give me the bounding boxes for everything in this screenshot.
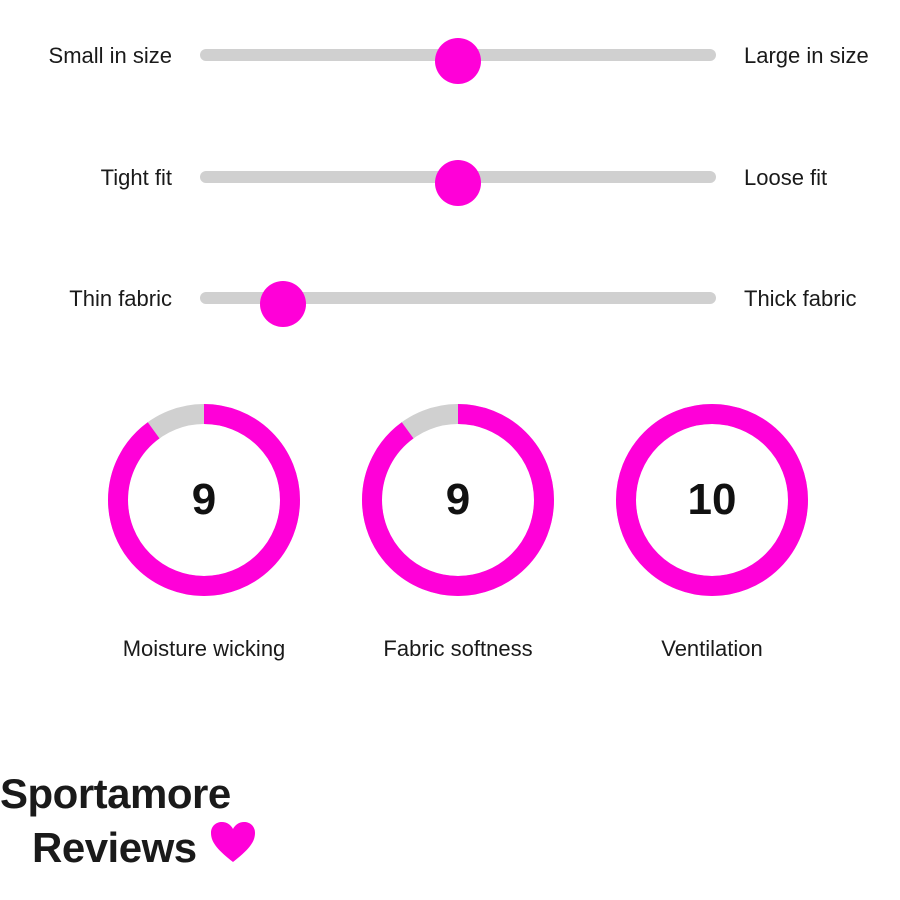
brand-subtitle: Reviews — [32, 824, 197, 871]
brand-name: Sportamore — [0, 770, 231, 817]
slider-thickness-right-label: Thick fabric — [744, 286, 857, 311]
brand-logo: Sportamore Reviews — [0, 768, 320, 876]
rating-moisture-label: Moisture wicking — [122, 636, 286, 661]
slider-fit: Tight fit Loose fit — [0, 157, 900, 206]
slider-fit-left-label: Tight fit — [100, 165, 172, 190]
slider-thickness: Thin fabric Thick fabric — [0, 278, 900, 327]
slider-thickness-left-label: Thin fabric — [69, 286, 172, 311]
brand-subtitle-row: Reviews — [0, 820, 320, 876]
rating-ring-ventilation: 10 — [614, 402, 810, 598]
slider-fit-right-label: Loose fit — [744, 165, 828, 190]
heart-icon — [209, 820, 257, 876]
slider-thickness-track — [200, 281, 716, 327]
rating-ring-ventilation-graphic — [616, 404, 808, 596]
rating-softness-value: 9 — [445, 475, 471, 524]
rating-softness-label: Fabric softness — [383, 636, 533, 661]
slider-fit-thumb — [435, 160, 481, 206]
slider-size-right-label: Large in size — [744, 43, 869, 68]
slider-size-track — [200, 38, 716, 84]
rating-ring-moisture: 9 — [106, 402, 302, 598]
rating-ring-softness-graphic — [362, 404, 554, 596]
rating-moisture-value: 9 — [191, 475, 217, 524]
slider-size: Small in size Large in size — [0, 35, 900, 84]
slider-size-thumb — [435, 38, 481, 84]
rating-ventilation-value: 10 — [687, 475, 737, 524]
rating-ring-softness: 9 — [360, 402, 556, 598]
slider-thickness-thumb — [259, 281, 306, 327]
slider-fit-track — [200, 160, 716, 206]
rating-ring-moisture-graphic — [108, 404, 300, 596]
rating-ventilation-label: Ventilation — [661, 636, 763, 661]
slider-size-left-label: Small in size — [48, 43, 172, 68]
